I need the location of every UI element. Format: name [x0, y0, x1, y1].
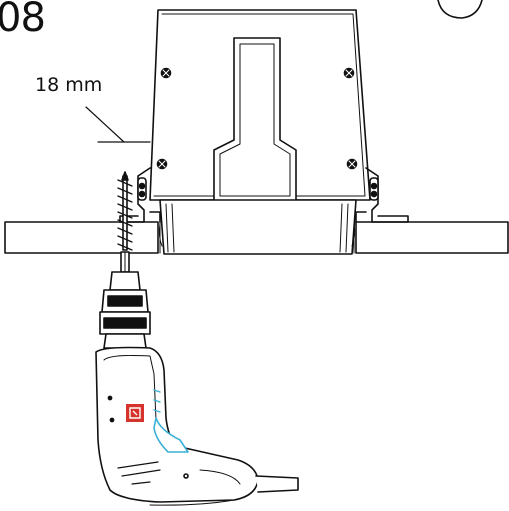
dimension-leader	[85, 106, 151, 143]
ceiling-panel-right	[355, 221, 509, 254]
power-drill	[95, 251, 299, 506]
bracket-right	[351, 167, 409, 247]
circle-fragment	[437, 0, 483, 19]
bracket-left	[119, 167, 163, 247]
dimension-label: 18 mm	[35, 74, 103, 96]
wood-screw	[117, 171, 133, 251]
step-number: 08	[0, 0, 46, 41]
ceiling-panel-left	[4, 221, 159, 254]
downlight-housing	[149, 9, 371, 255]
drill-brand-logo	[126, 404, 144, 422]
